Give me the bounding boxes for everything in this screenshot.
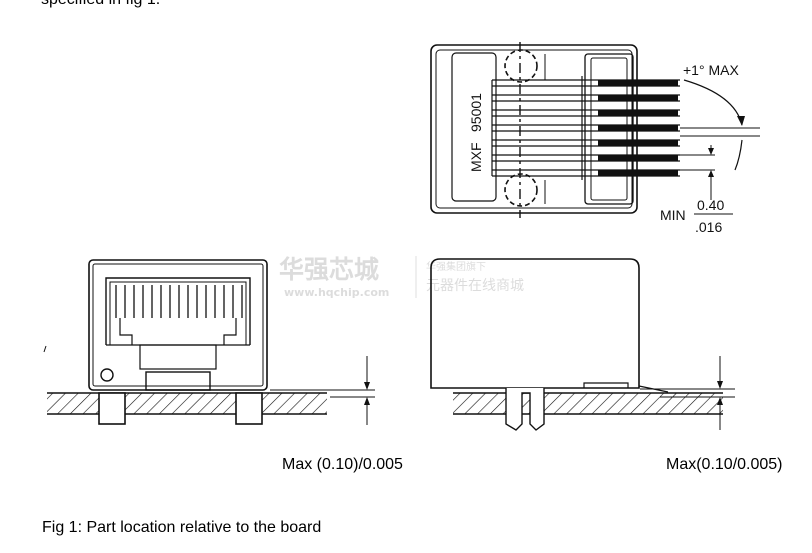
figure-caption: Fig 1: Part location relative to the boa… (42, 519, 322, 536)
watermark: 华强芯城 www.hqchip.com 华强集团旗下 元器件在线商城 (279, 255, 524, 299)
part-marking-mxf: MXF (468, 142, 484, 172)
min-prefix-label: MIN (660, 207, 686, 223)
angle-tolerance-label: +1° MAX (683, 62, 739, 78)
watermark-tagline2: 元器件在线商城 (426, 278, 524, 294)
side-view (430, 258, 735, 431)
left-clearance-label: Max (0.10)/0.005 (282, 456, 403, 473)
intro-text-fragment: specified in fig 1. (41, 0, 160, 9)
right-clearance-label: Max(0.10/0.005) (666, 456, 783, 473)
part-marking-number: 95001 (468, 93, 484, 132)
min-numerator-label: 0.40 (697, 197, 724, 213)
min-denominator-label: .016 (695, 219, 722, 235)
watermark-tagline1: 华强集团旗下 (426, 260, 486, 273)
top-view (430, 42, 760, 218)
front-view (43, 259, 375, 425)
watermark-cn-name: 华强芯城 (279, 255, 379, 284)
watermark-url: www.hqchip.com (284, 286, 389, 299)
